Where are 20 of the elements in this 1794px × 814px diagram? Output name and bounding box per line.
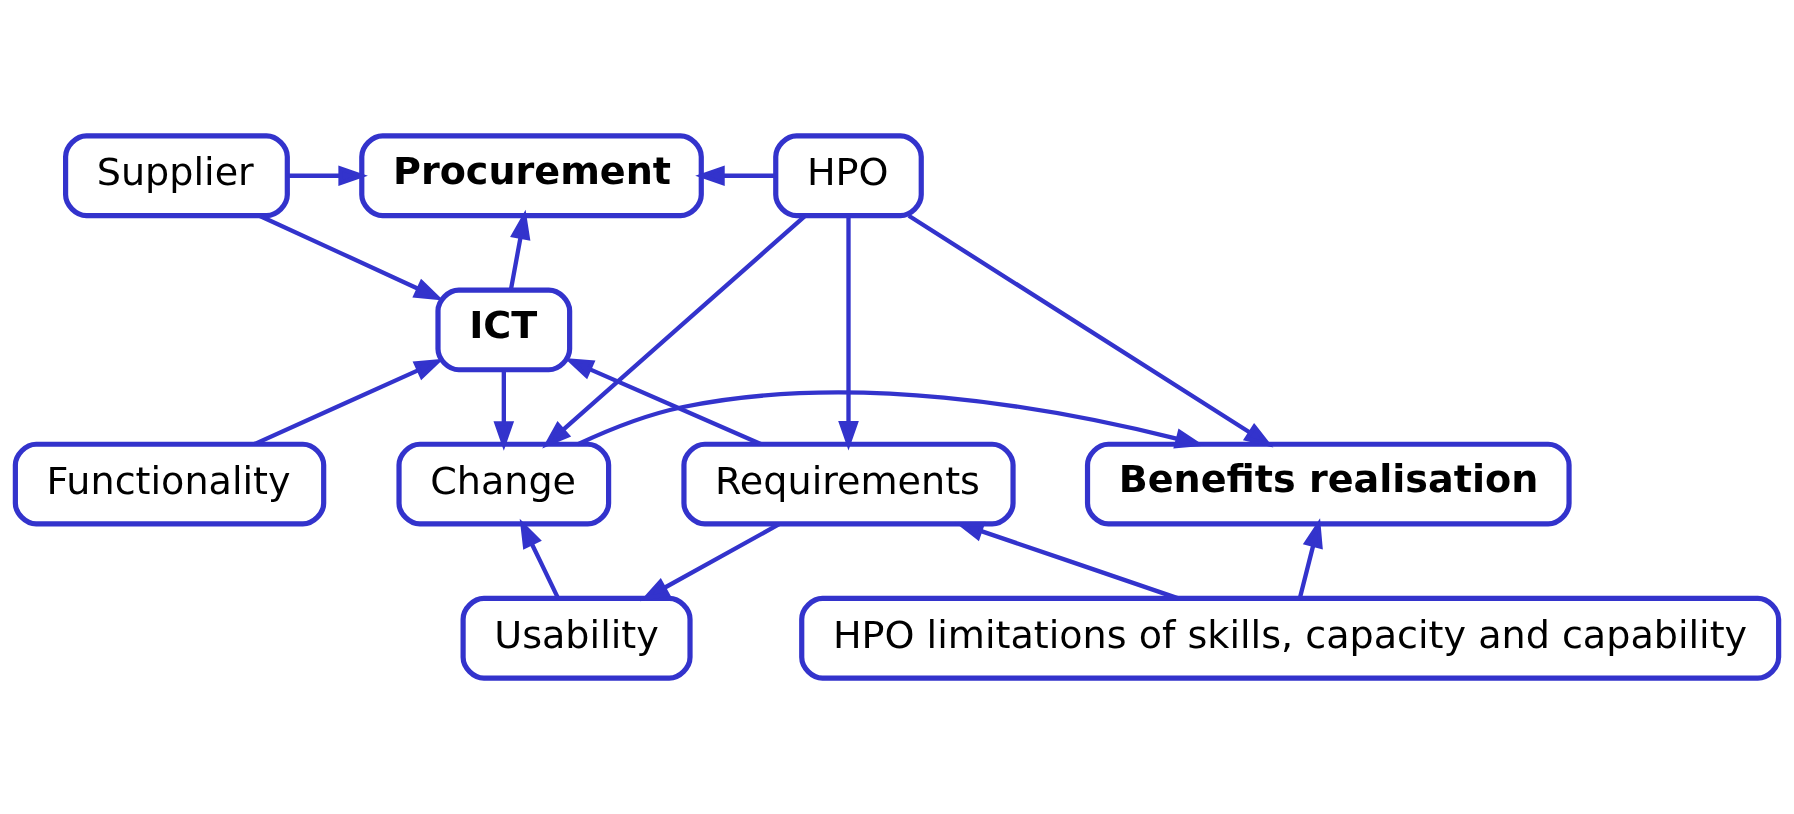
arrow xyxy=(640,522,781,602)
arrow xyxy=(838,216,859,451)
node-box: ICT xyxy=(435,287,573,373)
arrow xyxy=(287,165,368,187)
arrow xyxy=(253,358,444,447)
arrow xyxy=(259,213,444,301)
arrow xyxy=(907,213,1274,448)
node-box: HPO limitations of skills, capacity and capability xyxy=(799,595,1782,681)
node-box: Change xyxy=(396,441,612,527)
arrow xyxy=(695,165,776,187)
arrow xyxy=(508,209,531,291)
node-box: HPO xyxy=(773,133,924,219)
arrow xyxy=(493,370,515,451)
node-box: Usability xyxy=(460,595,693,681)
node-box: Requirements xyxy=(681,441,1016,527)
node-box: Procurement xyxy=(359,133,704,219)
node-box: Benefits realisation xyxy=(1084,441,1572,527)
node-box: Supplier xyxy=(63,133,290,219)
arrow xyxy=(1297,518,1323,599)
node-box: Functionality xyxy=(12,441,327,527)
